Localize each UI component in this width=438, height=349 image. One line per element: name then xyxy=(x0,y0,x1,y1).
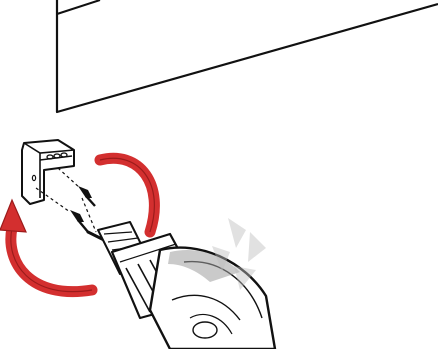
arrow-head-icon xyxy=(0,200,26,232)
power-drill xyxy=(88,222,275,349)
screw-lower xyxy=(70,210,88,232)
wall-panel xyxy=(57,0,438,112)
screw-upper xyxy=(78,186,95,206)
mounting-bracket xyxy=(22,140,74,204)
rotation-arrow xyxy=(100,158,154,232)
